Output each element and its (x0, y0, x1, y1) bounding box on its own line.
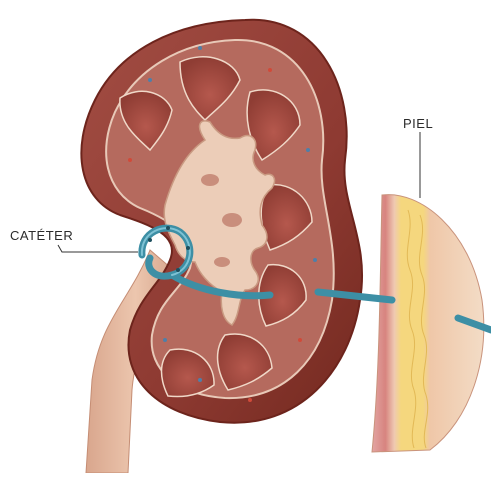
catheter-label: CATÉTER (10, 228, 73, 243)
skin-label: PIEL (403, 116, 433, 131)
